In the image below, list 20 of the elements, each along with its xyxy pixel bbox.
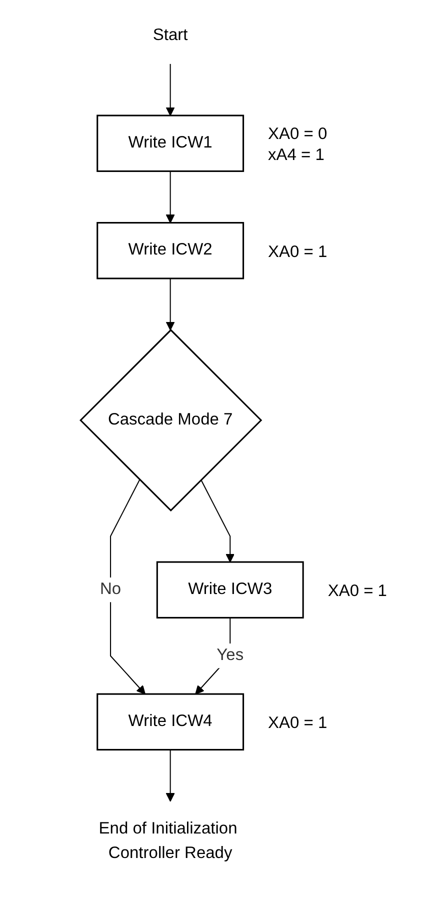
arrow [166,278,175,330]
node-box: Write ICW4 [96,693,244,750]
register-setting: XA0 = 1 [268,242,327,261]
arrow [166,171,175,224]
register-setting: XA0 = 1 [328,582,387,600]
arrow [110,480,146,694]
node-text: End of Initialization Controller Ready [98,820,238,862]
edge-label: Yes [216,646,244,664]
register-setting: xA4 = 1 [268,146,324,164]
node-box: Write ICW1 [96,114,244,172]
arrow [166,750,175,802]
register-setting: XA0 = 1 [268,714,327,732]
arrow [200,480,234,562]
node-box: Write ICW2 [96,222,244,280]
arrow [166,64,175,116]
node-diamond: Cascade Mode 7 [79,328,262,512]
node-box: Write ICW3 [156,561,304,618]
node-text: Start [152,26,188,44]
register-setting: XA0 = 0 [268,125,327,144]
edge-label: No [100,580,121,598]
